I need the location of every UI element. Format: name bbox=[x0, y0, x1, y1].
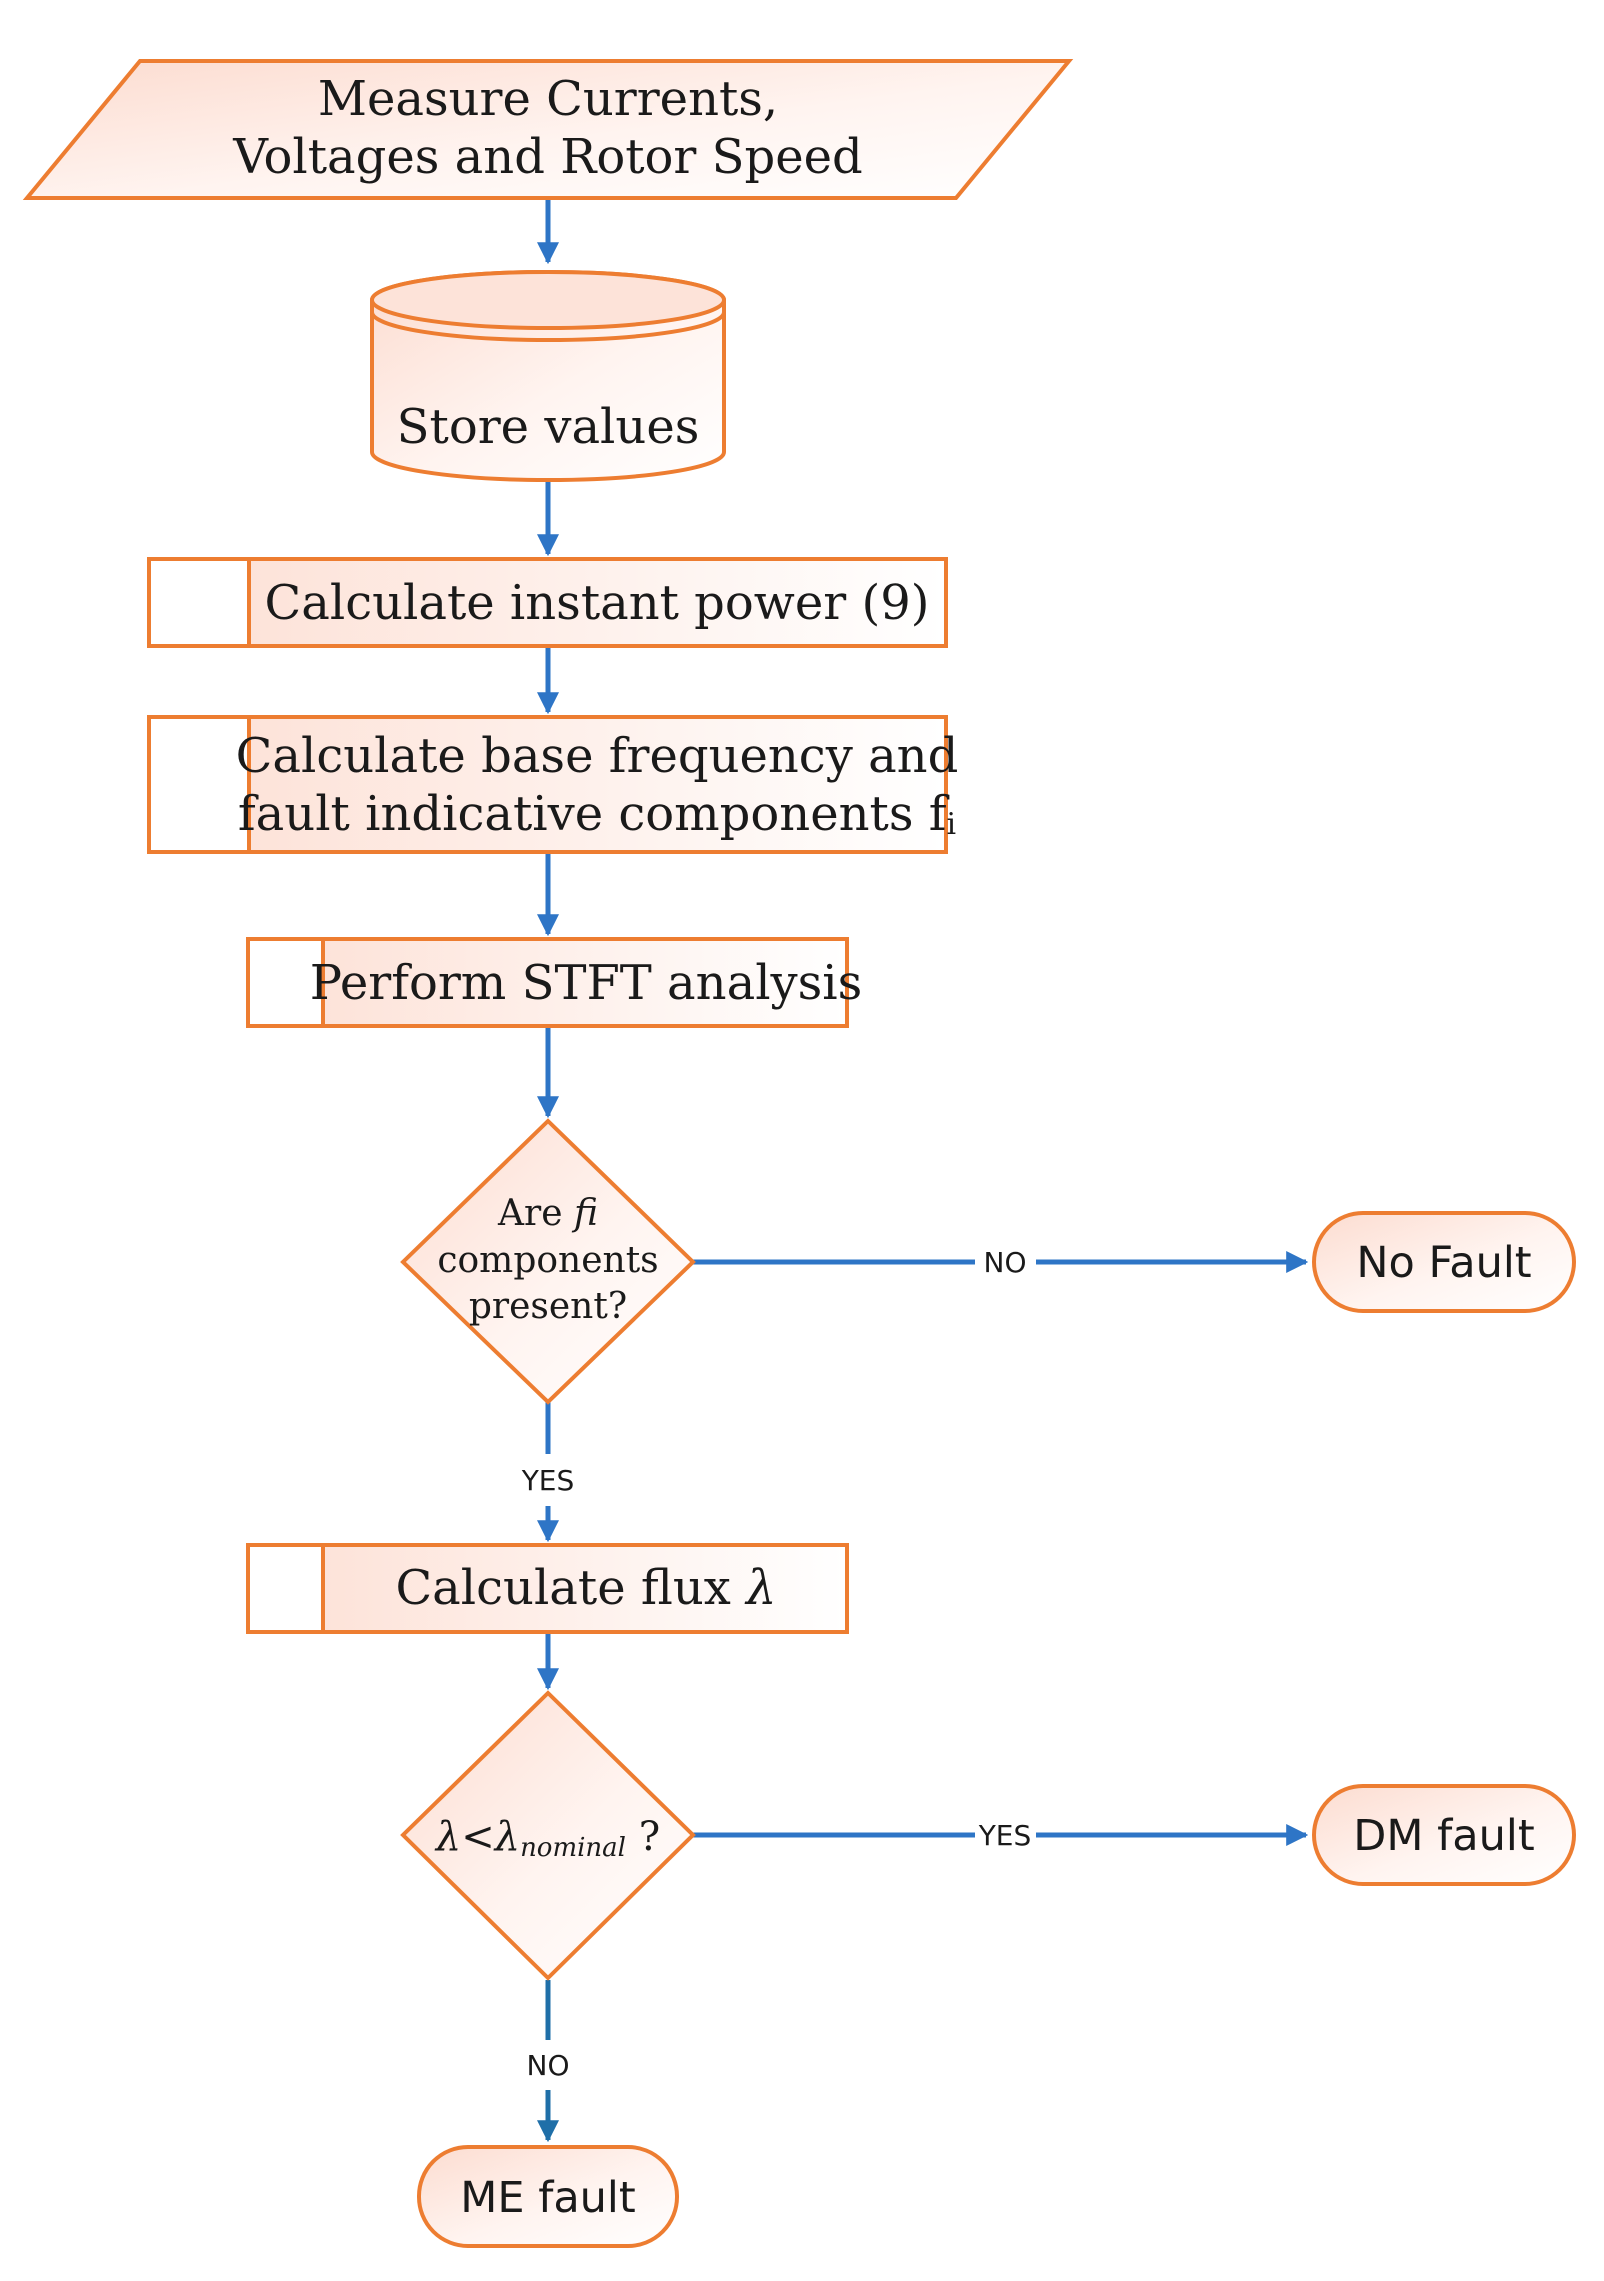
dm-fault-terminal bbox=[1312, 1784, 1576, 1886]
no-fault-terminal bbox=[1312, 1211, 1576, 1313]
stft-content bbox=[323, 941, 845, 1024]
input-parallelogram bbox=[22, 59, 1074, 200]
store-cylinder-top bbox=[370, 270, 726, 330]
base-frequency-line2-text: fault indicative components f bbox=[238, 786, 950, 842]
terminal-dm-fault: DM fault bbox=[1312, 1784, 1576, 1886]
store-cylinder-rim bbox=[370, 311, 726, 342]
decision2-lambda-nominal: λ bbox=[493, 1814, 520, 1860]
base-frequency-subscript: i bbox=[946, 807, 956, 842]
input-node: Measure Currents, Voltages and Rotor Spe… bbox=[22, 59, 1074, 200]
decision2-question: ? bbox=[626, 1814, 660, 1860]
base-frequency-content bbox=[249, 719, 944, 850]
dm-fault-label: DM fault bbox=[1353, 1811, 1534, 1861]
base-frequency-label-line2: fault indicative components fi bbox=[238, 786, 956, 842]
decision2-operator: < bbox=[461, 1814, 495, 1860]
decision2-diamond bbox=[400, 1690, 696, 1981]
stft-label: Perform STFT analysis bbox=[310, 955, 863, 1011]
instant-power-label: Calculate instant power (9) bbox=[265, 575, 930, 631]
flux-label: Calculate flux λ bbox=[395, 1560, 776, 1616]
input-label-line2: Voltages and Rotor Speed bbox=[232, 129, 863, 185]
stft-node: Perform STFT analysis bbox=[246, 937, 863, 1028]
decision2-no-label: NO bbox=[527, 2049, 570, 2082]
decision1-line1: Are fi bbox=[497, 1193, 598, 1234]
edge-labels: NO YES YES NO bbox=[521, 1246, 1032, 2082]
terminal-me-fault: ME fault bbox=[417, 2145, 679, 2248]
instant-power-node: Calculate instant power (9) bbox=[147, 557, 948, 648]
connectors bbox=[536, 198, 1309, 2143]
decision1-yes-label: YES bbox=[521, 1464, 575, 1497]
flux-symbol: λ bbox=[744, 1560, 776, 1616]
decision1-diamond bbox=[400, 1118, 696, 1405]
input-label-line1: Measure Currents, bbox=[318, 71, 778, 127]
flux-node: Calculate flux λ bbox=[246, 1543, 849, 1634]
decision1-line2: components bbox=[437, 1240, 658, 1281]
decision1-line1-text: Are bbox=[497, 1193, 574, 1234]
terminal-no-fault: No Fault bbox=[1312, 1211, 1576, 1313]
flux-content bbox=[323, 1547, 845, 1630]
no-fault-label: No Fault bbox=[1356, 1238, 1531, 1288]
base-frequency-node: Calculate base frequency and fault indic… bbox=[147, 715, 959, 854]
me-fault-terminal bbox=[417, 2145, 679, 2248]
me-fault-label: ME fault bbox=[460, 2173, 636, 2223]
flux-label-text: Calculate flux bbox=[395, 1560, 746, 1616]
decision1-line3: present? bbox=[469, 1286, 627, 1327]
decision2-lambda: λ bbox=[434, 1814, 461, 1860]
decision2-subscript: nominal bbox=[520, 1833, 626, 1863]
decision2-yes-label: YES bbox=[978, 1819, 1032, 1852]
store-label: Store values bbox=[397, 399, 700, 455]
decision2-node: λ<λnominal ? bbox=[400, 1690, 696, 1981]
decision2-condition: λ<λnominal ? bbox=[434, 1814, 660, 1863]
store-node: Store values bbox=[370, 270, 726, 482]
instant-power-content bbox=[249, 561, 944, 644]
decision1-no-label: NO bbox=[984, 1246, 1027, 1279]
base-frequency-label-line1: Calculate base frequency and bbox=[236, 728, 959, 784]
decision1-variable: fi bbox=[571, 1193, 598, 1234]
decision1-node: Are fi components present? bbox=[400, 1118, 696, 1405]
